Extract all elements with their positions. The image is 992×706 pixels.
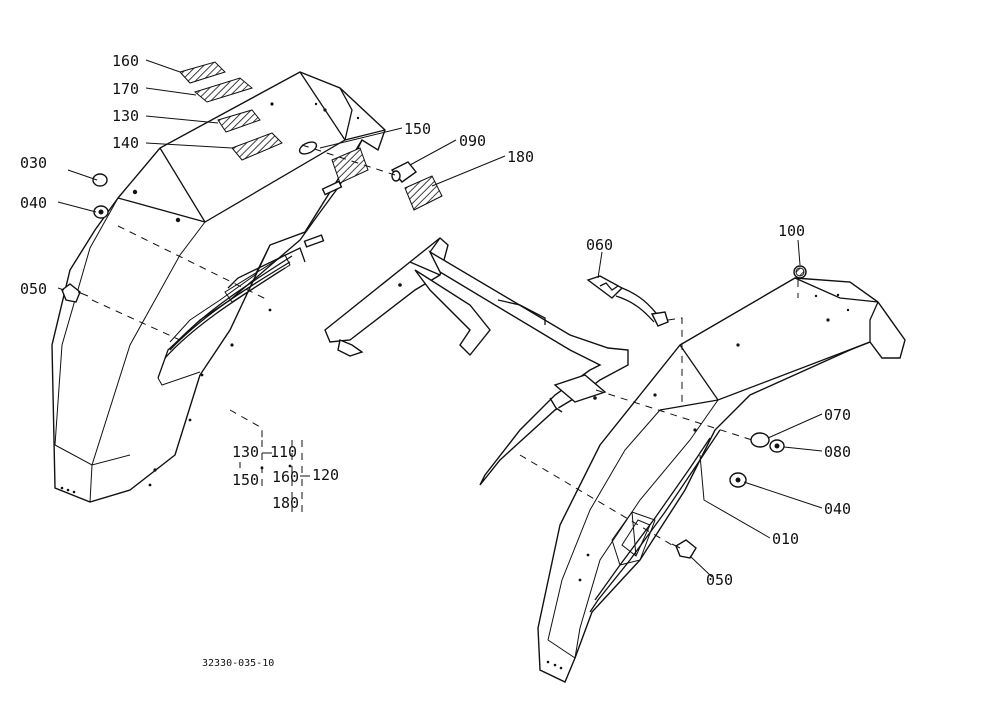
callout-140: 140: [112, 134, 139, 152]
callout-060: 060: [586, 236, 613, 254]
nut-040-right: [729, 472, 747, 488]
harness-060: [586, 275, 669, 327]
right-fender: [537, 277, 906, 683]
assembly-lines: [91, 144, 799, 546]
kit-150: 150: [232, 471, 259, 489]
callout-150-top: 150: [404, 120, 431, 138]
callout-040-left: 040: [20, 194, 47, 212]
callout-050-left: 050: [20, 280, 47, 298]
callout-070: 070: [824, 406, 851, 424]
reflector-180: [404, 175, 443, 211]
left-fender: [51, 61, 386, 503]
kit-group-legend: 130 110 150 160 120 180: [232, 440, 339, 512]
rubber-090: [390, 161, 418, 183]
bolt-050-right: [671, 539, 697, 559]
kit-120: 120: [312, 466, 339, 484]
callout-180-top: 180: [507, 148, 534, 166]
callout-080: 080: [824, 443, 851, 461]
callout-170: 170: [112, 80, 139, 98]
callout-160-top: 160: [112, 52, 139, 70]
nut-080: [769, 439, 785, 453]
callout-labels: 160 170 130 140 150 090 180 030 040 050 …: [20, 52, 851, 589]
callout-130-top: 130: [112, 107, 139, 125]
callout-030: 030: [20, 154, 47, 172]
callout-010: 010: [772, 530, 799, 548]
kit-160: 160: [272, 468, 299, 486]
kit-110: 110: [270, 443, 297, 461]
bolt-050-left: [61, 283, 89, 303]
cap-030: [92, 173, 108, 187]
callout-090: 090: [459, 132, 486, 150]
drawing-number: 32330-035-10: [202, 658, 274, 669]
callout-100: 100: [778, 222, 805, 240]
nut-040-left: [93, 205, 109, 219]
kit-180: 180: [272, 494, 299, 512]
kit-130: 130: [232, 443, 259, 461]
grommet-100: [793, 265, 807, 279]
callout-050-right: 050: [706, 571, 733, 589]
callout-040-right: 040: [824, 500, 851, 518]
leader-lines: [57, 59, 823, 578]
support-bracket: [324, 237, 629, 486]
washer-070: [750, 432, 770, 448]
